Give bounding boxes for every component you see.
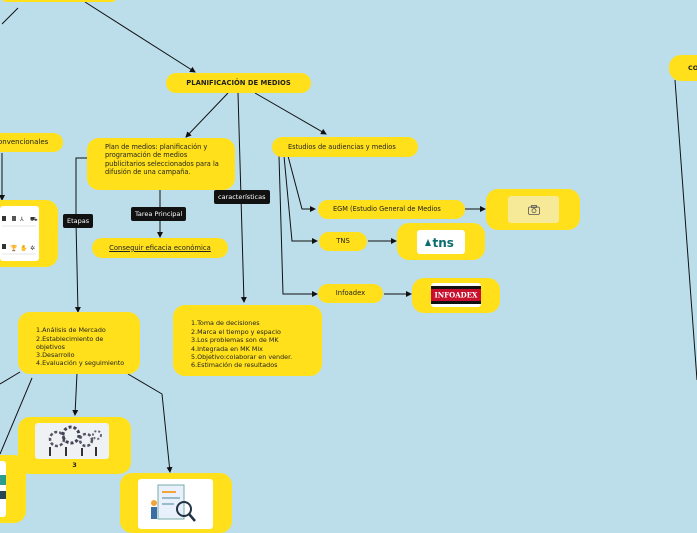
connector-root-planificacion — [84, 1, 196, 73]
eficacia-node: Conseguir eficacia económica — [92, 238, 228, 258]
gears-image — [35, 423, 109, 459]
tns-logo: tns — [417, 230, 465, 254]
label-etapas: Etapas — [63, 214, 94, 228]
connector-etapas-4 — [127, 373, 173, 473]
connector-estudios-infoadex — [278, 155, 318, 297]
label-caracteristicas: características — [214, 190, 270, 204]
stage-3-label: 3 — [72, 461, 77, 469]
svg-text:✲: ✲ — [30, 245, 35, 252]
egm-image-placeholder — [508, 196, 559, 223]
connector-etapas-left2 — [0, 377, 33, 455]
convencionales-node: onvencionales — [0, 133, 63, 152]
infoadex-logo: INFOADEX — [431, 283, 481, 307]
connector-root-left — [1, 7, 19, 25]
egm-node: EGM (Estudio General de Medios — [318, 200, 465, 219]
stage-left-partial-node — [0, 455, 26, 523]
media-icons-node: ⅄ ⛟ 🏆 ✋ ✲ — [0, 200, 58, 267]
plan-medios-node: Plan de medios: planificación y programa… — [87, 138, 235, 190]
connector-estudios-egm — [287, 155, 316, 212]
media-icons-image: ⅄ ⛟ 🏆 ✋ ✲ — [0, 206, 39, 261]
connector-etapas-3 — [72, 372, 79, 416]
connector-plan-etapas — [74, 157, 87, 313]
right-node-partial: CO — [669, 55, 697, 81]
svg-text:✋: ✋ — [20, 244, 27, 252]
svg-text:⛟: ⛟ — [30, 216, 38, 223]
connector-estudios-tns — [283, 155, 318, 244]
tns-node: TNS — [319, 232, 367, 251]
tns-logo-text: tns — [433, 236, 454, 250]
etapas-list-node: 1.Análisis de Mercado 2.Establecimiento … — [18, 312, 140, 374]
infoadex-logo-node: INFOADEX — [412, 278, 500, 313]
connector-etapas-left1 — [0, 371, 21, 385]
root-node-partial — [0, 0, 118, 2]
egm-image-node — [486, 189, 580, 230]
infoadex-node: Infoadex — [318, 284, 383, 303]
stage-4-node — [120, 473, 232, 533]
camera-icon — [527, 204, 540, 215]
svg-text:⅄: ⅄ — [19, 216, 24, 223]
evaluation-image — [138, 479, 213, 529]
estudios-node: Estudios de audiencias y medios — [272, 137, 418, 157]
svg-text:🏆: 🏆 — [10, 244, 18, 252]
connector-plan-estudios — [254, 92, 327, 135]
infoadex-logo-text: INFOADEX — [434, 291, 478, 300]
planificacion-node: PLANIFICACIÓN DE MEDIOS — [166, 73, 311, 93]
connector-plan-planmedios — [185, 92, 229, 138]
caracteristicas-list-node: 1.Toma de decisiones 2.Marca el tiempo y… — [173, 305, 322, 376]
label-tarea-principal: Tarea Principal — [131, 207, 187, 221]
stage-3-node: 3 — [18, 417, 131, 474]
stage-left-image — [0, 461, 6, 517]
connector-layer — [0, 1, 697, 473]
tns-logo-node: tns — [397, 223, 485, 260]
connector-right-down — [674, 79, 697, 381]
